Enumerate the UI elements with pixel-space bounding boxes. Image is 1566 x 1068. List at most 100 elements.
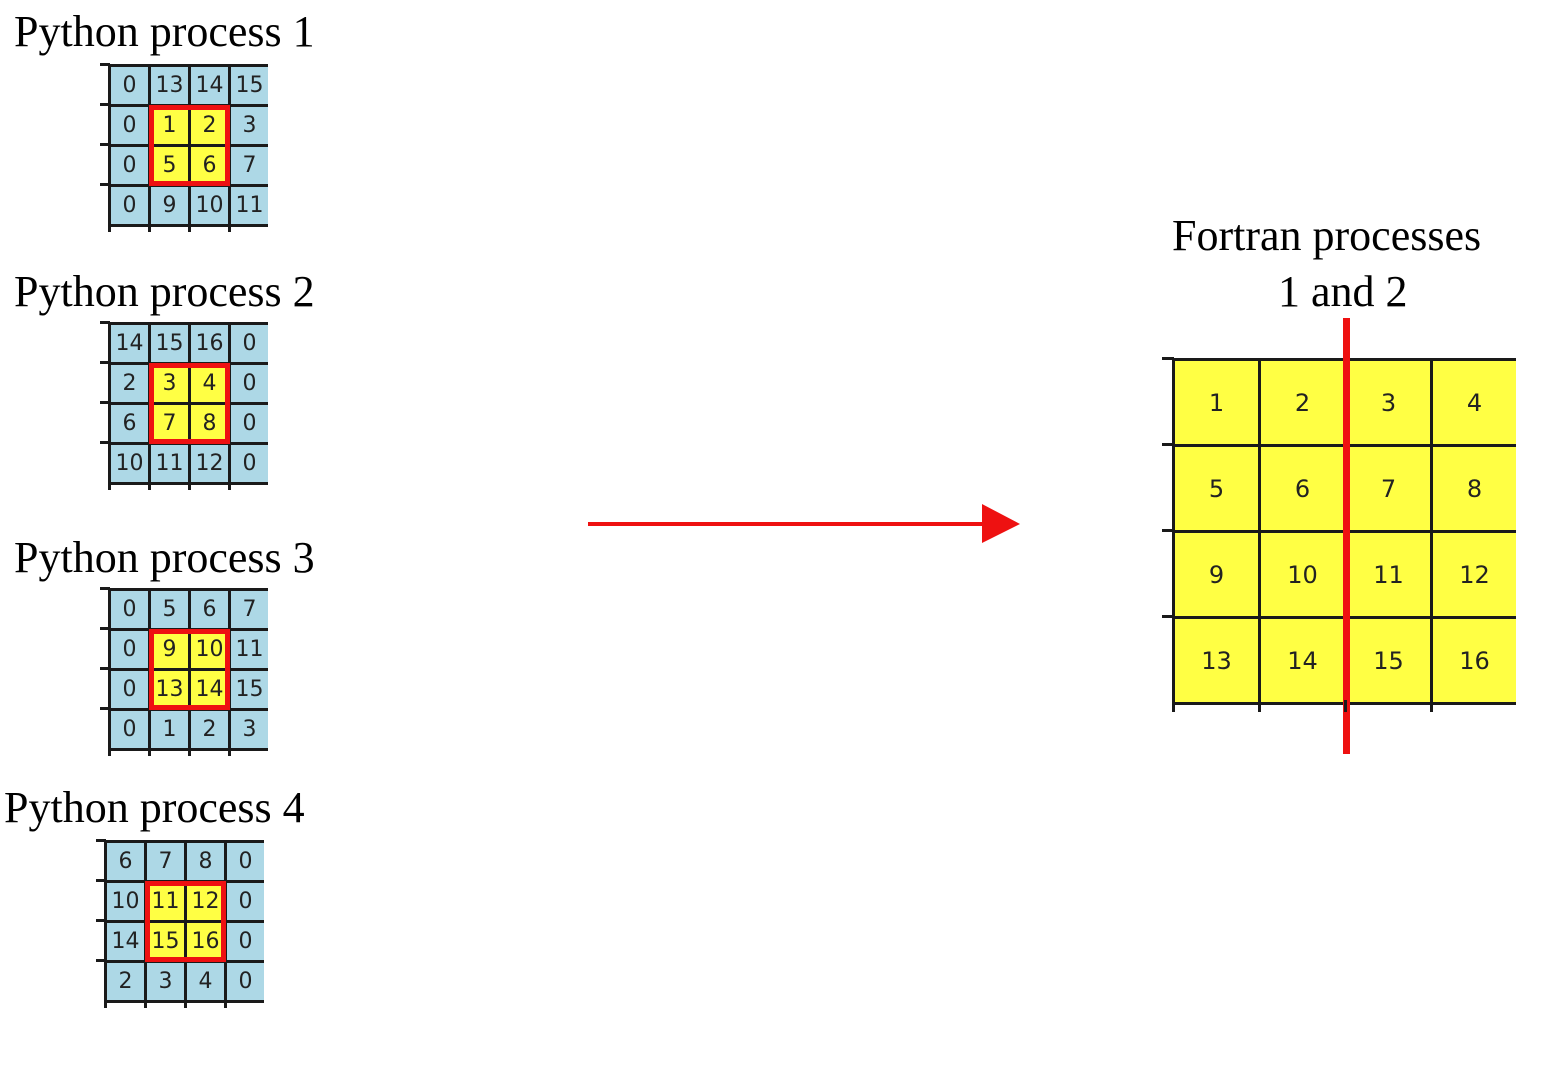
ghost-cell: 15 (228, 67, 268, 107)
owned-cell: 15 (144, 923, 184, 963)
axis-tick (100, 321, 110, 324)
ghost-cell: 16 (188, 325, 228, 365)
ghost-cell: 7 (228, 147, 268, 187)
axis-tick (144, 998, 147, 1008)
fortran-cell: 7 (1344, 447, 1430, 533)
ghost-cell: 12 (188, 445, 228, 485)
ghost-cell: 0 (228, 405, 268, 445)
ghost-cell: 0 (108, 67, 148, 107)
fortran-cell: 6 (1258, 447, 1344, 533)
axis-tick (1162, 615, 1174, 618)
ghost-cell: 0 (228, 325, 268, 365)
axis-tick (228, 480, 231, 490)
axis-tick (188, 222, 191, 232)
ghost-cell: 0 (228, 445, 268, 485)
axis-tick (1162, 529, 1174, 532)
ghost-cell: 15 (228, 671, 268, 711)
axis-tick (100, 667, 110, 670)
axis-tick (148, 480, 151, 490)
python-process-4-title: Python process 4 (4, 783, 305, 832)
ghost-cell: 3 (228, 711, 268, 751)
fortran-cell: 9 (1172, 533, 1258, 619)
fortran-cell: 4 (1430, 361, 1516, 447)
ghost-cell: 8 (184, 843, 224, 883)
axis-tick (108, 480, 111, 490)
fortran-title-line2: 1 and 2 (1278, 267, 1408, 316)
axis-tick (100, 143, 110, 146)
owned-cell: 12 (184, 883, 224, 923)
axis-tick (100, 103, 110, 106)
axis-tick (96, 919, 106, 922)
axis-tick (188, 746, 191, 756)
axis-tick (228, 222, 231, 232)
owned-cell: 10 (188, 631, 228, 671)
axis-tick (100, 183, 110, 186)
ghost-cell: 14 (108, 325, 148, 365)
python-process-3-title: Python process 3 (14, 533, 315, 582)
ghost-cell: 4 (184, 963, 224, 1003)
fortran-cell: 13 (1172, 619, 1258, 705)
ghost-cell: 6 (108, 405, 148, 445)
axis-tick (1162, 443, 1174, 446)
axis-tick (100, 627, 110, 630)
axis-tick (1172, 700, 1175, 712)
ghost-cell: 10 (108, 445, 148, 485)
ghost-cell: 0 (108, 591, 148, 631)
axis-tick (224, 998, 227, 1008)
axis-tick (96, 839, 106, 842)
ghost-cell: 0 (108, 107, 148, 147)
ghost-cell: 1 (148, 711, 188, 751)
ghost-cell: 0 (108, 671, 148, 711)
axis-tick (1162, 357, 1174, 360)
axis-tick (228, 746, 231, 756)
fortran-cell: 1 (1172, 361, 1258, 447)
arrow-head (982, 504, 1020, 543)
axis-tick (100, 707, 110, 710)
fortran-cell: 3 (1344, 361, 1430, 447)
axis-tick (100, 401, 110, 404)
axis-tick (148, 746, 151, 756)
ghost-cell: 11 (228, 631, 268, 671)
ghost-cell: 6 (104, 843, 144, 883)
fortran-cell: 2 (1258, 361, 1344, 447)
axis-tick (100, 441, 110, 444)
axis-tick (96, 879, 106, 882)
fortran-cell: 12 (1430, 533, 1516, 619)
axis-tick (108, 746, 111, 756)
owned-cell: 16 (184, 923, 224, 963)
axis-tick (1344, 700, 1347, 712)
fortran-cell: 5 (1172, 447, 1258, 533)
ghost-cell: 0 (228, 365, 268, 405)
ghost-cell: 10 (188, 187, 228, 227)
fortran-cell: 11 (1344, 533, 1430, 619)
axis-tick (108, 222, 111, 232)
ghost-cell: 5 (148, 591, 188, 631)
ghost-cell: 11 (228, 187, 268, 227)
owned-cell: 3 (148, 365, 188, 405)
owned-cell: 4 (188, 365, 228, 405)
ghost-cell: 0 (108, 147, 148, 187)
axis-tick (1258, 700, 1261, 712)
ghost-cell: 2 (108, 365, 148, 405)
ghost-cell: 14 (188, 67, 228, 107)
ghost-cell: 2 (104, 963, 144, 1003)
ghost-cell: 7 (144, 843, 184, 883)
python-process-2-title: Python process 2 (14, 267, 315, 316)
ghost-cell: 0 (108, 631, 148, 671)
ghost-cell: 11 (148, 445, 188, 485)
fortran-cell: 10 (1258, 533, 1344, 619)
axis-tick (100, 63, 110, 66)
fortran-cell: 15 (1344, 619, 1430, 705)
ghost-cell: 14 (104, 923, 144, 963)
fortran-cell: 8 (1430, 447, 1516, 533)
axis-tick (104, 998, 107, 1008)
ghost-cell: 10 (104, 883, 144, 923)
ghost-cell: 7 (228, 591, 268, 631)
axis-tick (148, 222, 151, 232)
fortran-cell: 16 (1430, 619, 1516, 705)
ghost-cell: 0 (108, 711, 148, 751)
